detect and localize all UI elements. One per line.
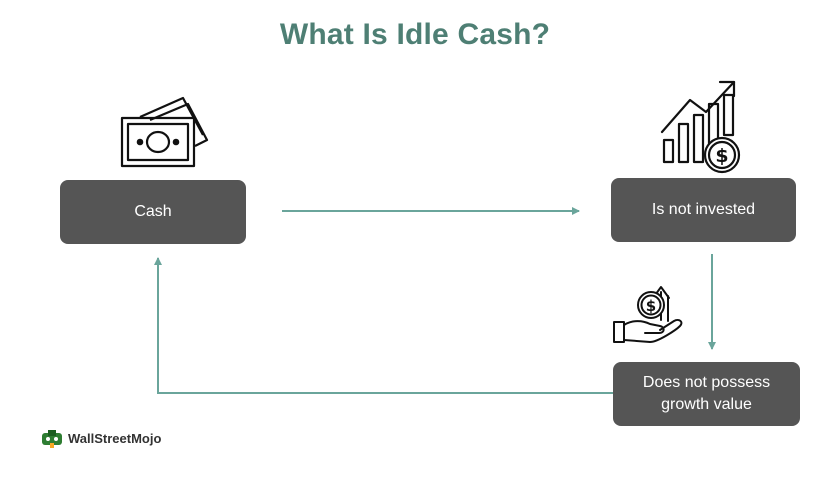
node-no-growth-value: Does not possess growth value <box>613 362 800 426</box>
wallstreetmojo-logo-icon <box>42 430 62 448</box>
brand-logo: WallStreetMojo <box>40 427 161 449</box>
node-cash: Cash <box>60 180 246 244</box>
arrow-growth-back-to-cash <box>154 257 613 394</box>
brand-name: WallStreetMojo <box>68 430 162 446</box>
node-not-invested: Is not invested <box>611 178 796 242</box>
svg-text:$: $ <box>715 145 728 167</box>
svg-text:$: $ <box>646 297 656 315</box>
page-title: What Is Idle Cash? <box>279 18 551 51</box>
